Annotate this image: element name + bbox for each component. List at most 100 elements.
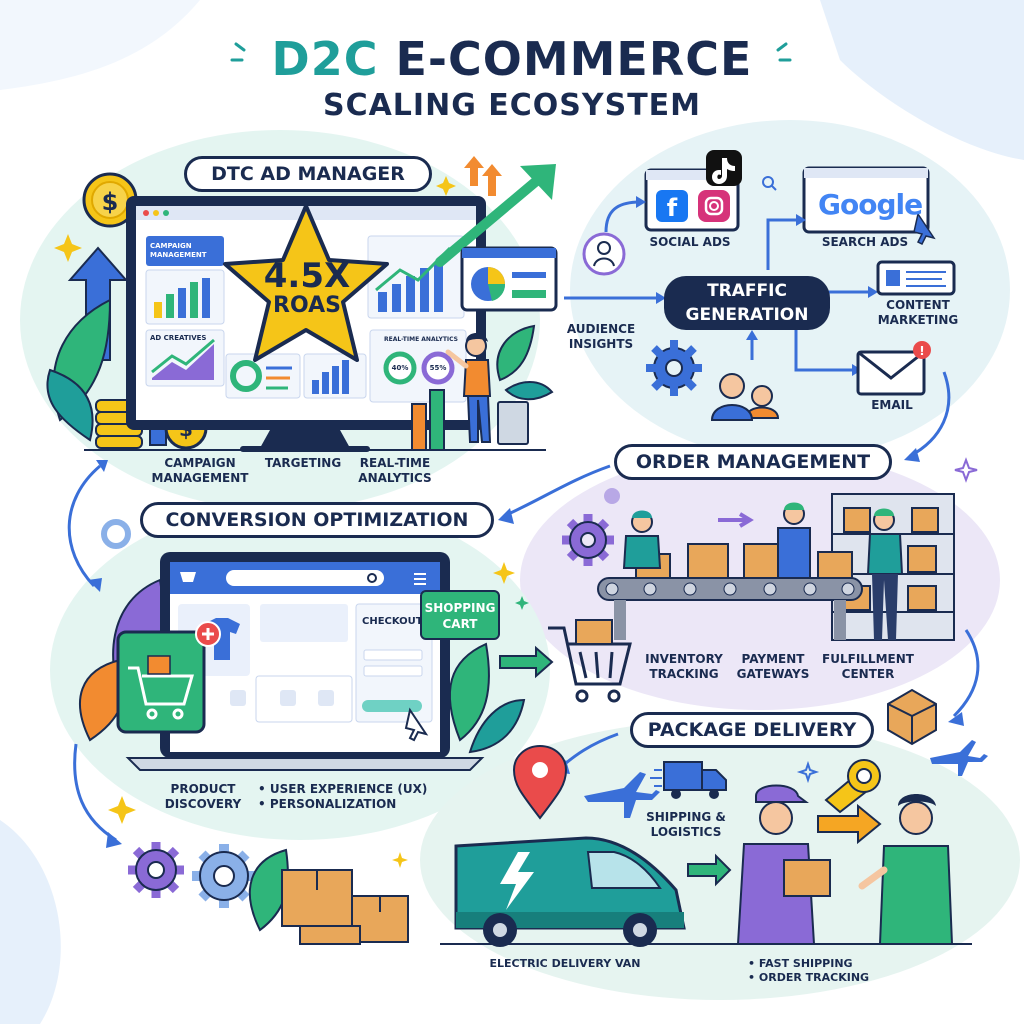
roas-value: 4.5X — [263, 256, 351, 296]
gear-icon — [128, 842, 184, 898]
donut-2-label: 55% — [429, 364, 447, 372]
flow-arrow-to-delivery — [952, 629, 980, 718]
sparkle-icon — [392, 852, 408, 868]
bullet-fast-shipping: • FAST SHIPPING — [748, 957, 853, 970]
instagram-icon — [698, 190, 730, 222]
worker-person-icon — [777, 502, 811, 579]
flow-arrow-loop-down — [73, 743, 117, 842]
up-arrow-icon — [482, 164, 502, 196]
worker-person-icon — [866, 508, 904, 640]
caption-fulfillment-center: FULFILLMENT CENTER — [822, 652, 914, 681]
bar-icon — [411, 403, 427, 451]
handoff-arrow-icon — [817, 803, 882, 845]
sparkle-icon — [954, 457, 978, 483]
potted-plant-icon — [496, 324, 554, 445]
roas-badge: 4.5X ROAS — [232, 258, 382, 318]
order-management-heading: ORDER MANAGEMENT — [614, 444, 892, 480]
bullet-personalization-text: PERSONALIZATION — [269, 797, 397, 811]
title-accent: D2C — [271, 32, 379, 86]
leaf-icon — [468, 698, 526, 754]
google-logo: Google — [818, 188, 923, 221]
gear-icon — [604, 488, 620, 504]
van-icon — [454, 836, 686, 947]
add-to-cart-card — [116, 621, 221, 734]
flow-arrow-loop — [67, 464, 101, 588]
screen-realtime-label: REAL-TIME ANALYTICS — [384, 336, 458, 343]
leaf-icon — [248, 848, 289, 932]
page-subtitle: SCALING ECOSYSTEM — [322, 88, 702, 123]
arrow-head — [88, 578, 102, 592]
bullet-fast-shipping-text: FAST SHIPPING — [758, 957, 853, 970]
facebook-icon — [656, 190, 688, 222]
bg-blob-left — [0, 0, 200, 90]
box-icon — [887, 688, 937, 746]
arrow-head — [520, 164, 556, 200]
flow-arrow-to-conversion — [503, 464, 611, 518]
bullet-personalization: • PERSONALIZATION — [258, 797, 397, 811]
tape-icon — [824, 759, 881, 814]
svg-text:!: ! — [919, 344, 924, 358]
traffic-generation-hub: TRAFFIC GENERATION — [664, 276, 830, 330]
google-logo-text: Google — [818, 188, 923, 221]
caption-real-time-analytics: REAL-TIME ANALYTICS — [358, 456, 432, 485]
box-icon — [575, 619, 613, 645]
arrow-icon — [718, 512, 754, 528]
truck-icon — [650, 761, 727, 799]
leaf-icon — [46, 368, 94, 442]
search-ads-window — [802, 166, 936, 246]
shopping-cart-bubble: SHOPPING CART — [420, 590, 500, 640]
caption-targeting: TARGETING — [264, 456, 342, 470]
email-label: EMAIL — [871, 398, 913, 412]
svg-text:$: $ — [102, 188, 119, 216]
roas-unit: ROAS — [273, 293, 341, 318]
screen-campaign-label: CAMPAIGN MANAGEMENT — [150, 242, 207, 259]
arrow-head — [96, 460, 108, 472]
gear-icon — [101, 519, 131, 549]
checkout-label: CHECKOUT — [362, 616, 423, 627]
sparkle-icon — [515, 596, 529, 610]
gear-icon — [192, 844, 256, 908]
gear-icon — [646, 340, 702, 396]
user-icon — [582, 232, 626, 276]
flow-arrows-traffic — [564, 200, 872, 372]
electric-van-label: ELECTRIC DELIVERY VAN — [489, 957, 641, 970]
conveyor-belt-icon — [597, 577, 863, 640]
caption-payment-gateways: PAYMENT GATEWAYS — [736, 652, 810, 681]
svg-text:f: f — [667, 194, 678, 222]
page-title: D2C E-COMMERCE — [0, 32, 1024, 86]
flow-arrow-to-courier — [687, 853, 732, 887]
bg-blob-top-right — [820, 0, 1024, 160]
cursor-icon — [404, 707, 429, 742]
worker-person-icon — [622, 510, 662, 569]
ad-manager-heading: DTC AD MANAGER — [184, 156, 432, 192]
cursor-icon — [913, 212, 936, 246]
bullet-order-tracking: • ORDER TRACKING — [748, 971, 870, 984]
ad-manager-monitor — [126, 196, 486, 452]
shipping-logistics-label: SHIPPING & LOGISTICS — [646, 810, 726, 839]
bullet-order-tracking-text: ORDER TRACKING — [758, 971, 870, 984]
search-ads-label: SEARCH ADS — [821, 235, 909, 249]
gear-icon — [562, 514, 614, 566]
up-arrow-icon — [464, 156, 484, 186]
shopping-cart-icon — [548, 626, 632, 703]
courier-person-icon — [736, 784, 831, 945]
flow-arrow-to-cart — [499, 645, 554, 679]
arrow-head — [498, 508, 514, 524]
screen-creatives-label: AD CREATIVES — [150, 334, 207, 342]
bg-blob-bottom-left — [0, 820, 61, 1024]
search-icon — [758, 172, 782, 196]
dollar-coin-icon: $ — [82, 172, 138, 228]
coin-stack-icon — [95, 399, 143, 449]
presenter-person-icon — [445, 333, 492, 443]
title-rest: E-COMMERCE — [378, 32, 753, 86]
up-arrow-icon — [67, 246, 129, 361]
arrow-head — [106, 832, 122, 848]
airplane-icon — [584, 740, 988, 818]
audience-people-icon — [710, 373, 780, 421]
arrow-head — [904, 448, 920, 462]
conversion-optimization-heading: CONVERSION OPTIMIZATION — [140, 502, 494, 538]
bullet-ux: • USER EXPERIENCE (UX) — [258, 782, 428, 796]
caption-inventory-tracking: INVENTORY TRACKING — [645, 652, 723, 681]
caption-product-discovery: PRODUCT DISCOVERY — [164, 782, 242, 811]
